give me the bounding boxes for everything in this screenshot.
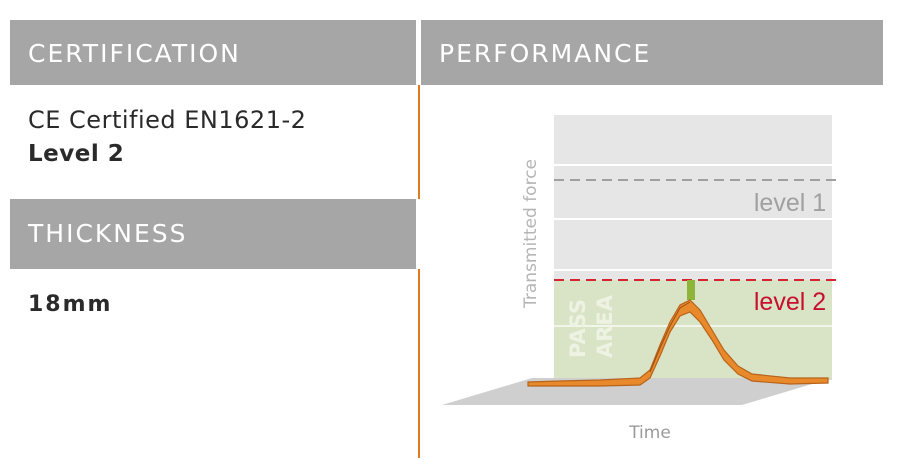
level2-label: level 2 [754, 288, 826, 316]
performance-diagram: level 1 level 2 PASS AREA Transmitted fo… [442, 115, 836, 443]
x-axis-label: Time [628, 423, 671, 443]
certification-header: CERTIFICATION [10, 20, 416, 85]
certification-level: Level 2 [28, 141, 125, 167]
thickness-value: 18mm [28, 292, 113, 317]
pass-area-label-line2: AREA [593, 294, 617, 358]
force-curve-edge [649, 301, 691, 373]
force-curve [527, 299, 829, 387]
performance-header: PERFORMANCE [421, 20, 883, 85]
level1-label: level 1 [754, 189, 826, 217]
peak-marker [687, 280, 695, 300]
certification-text: CE Certified EN1621-2 [28, 106, 307, 134]
divider-line [418, 85, 420, 199]
y-axis-label: Transmitted force [521, 159, 541, 309]
pass-area-label-line1: PASS [566, 299, 590, 358]
divider-line [418, 269, 420, 458]
chart-background [554, 115, 832, 280]
thickness-header: THICKNESS [10, 199, 416, 269]
